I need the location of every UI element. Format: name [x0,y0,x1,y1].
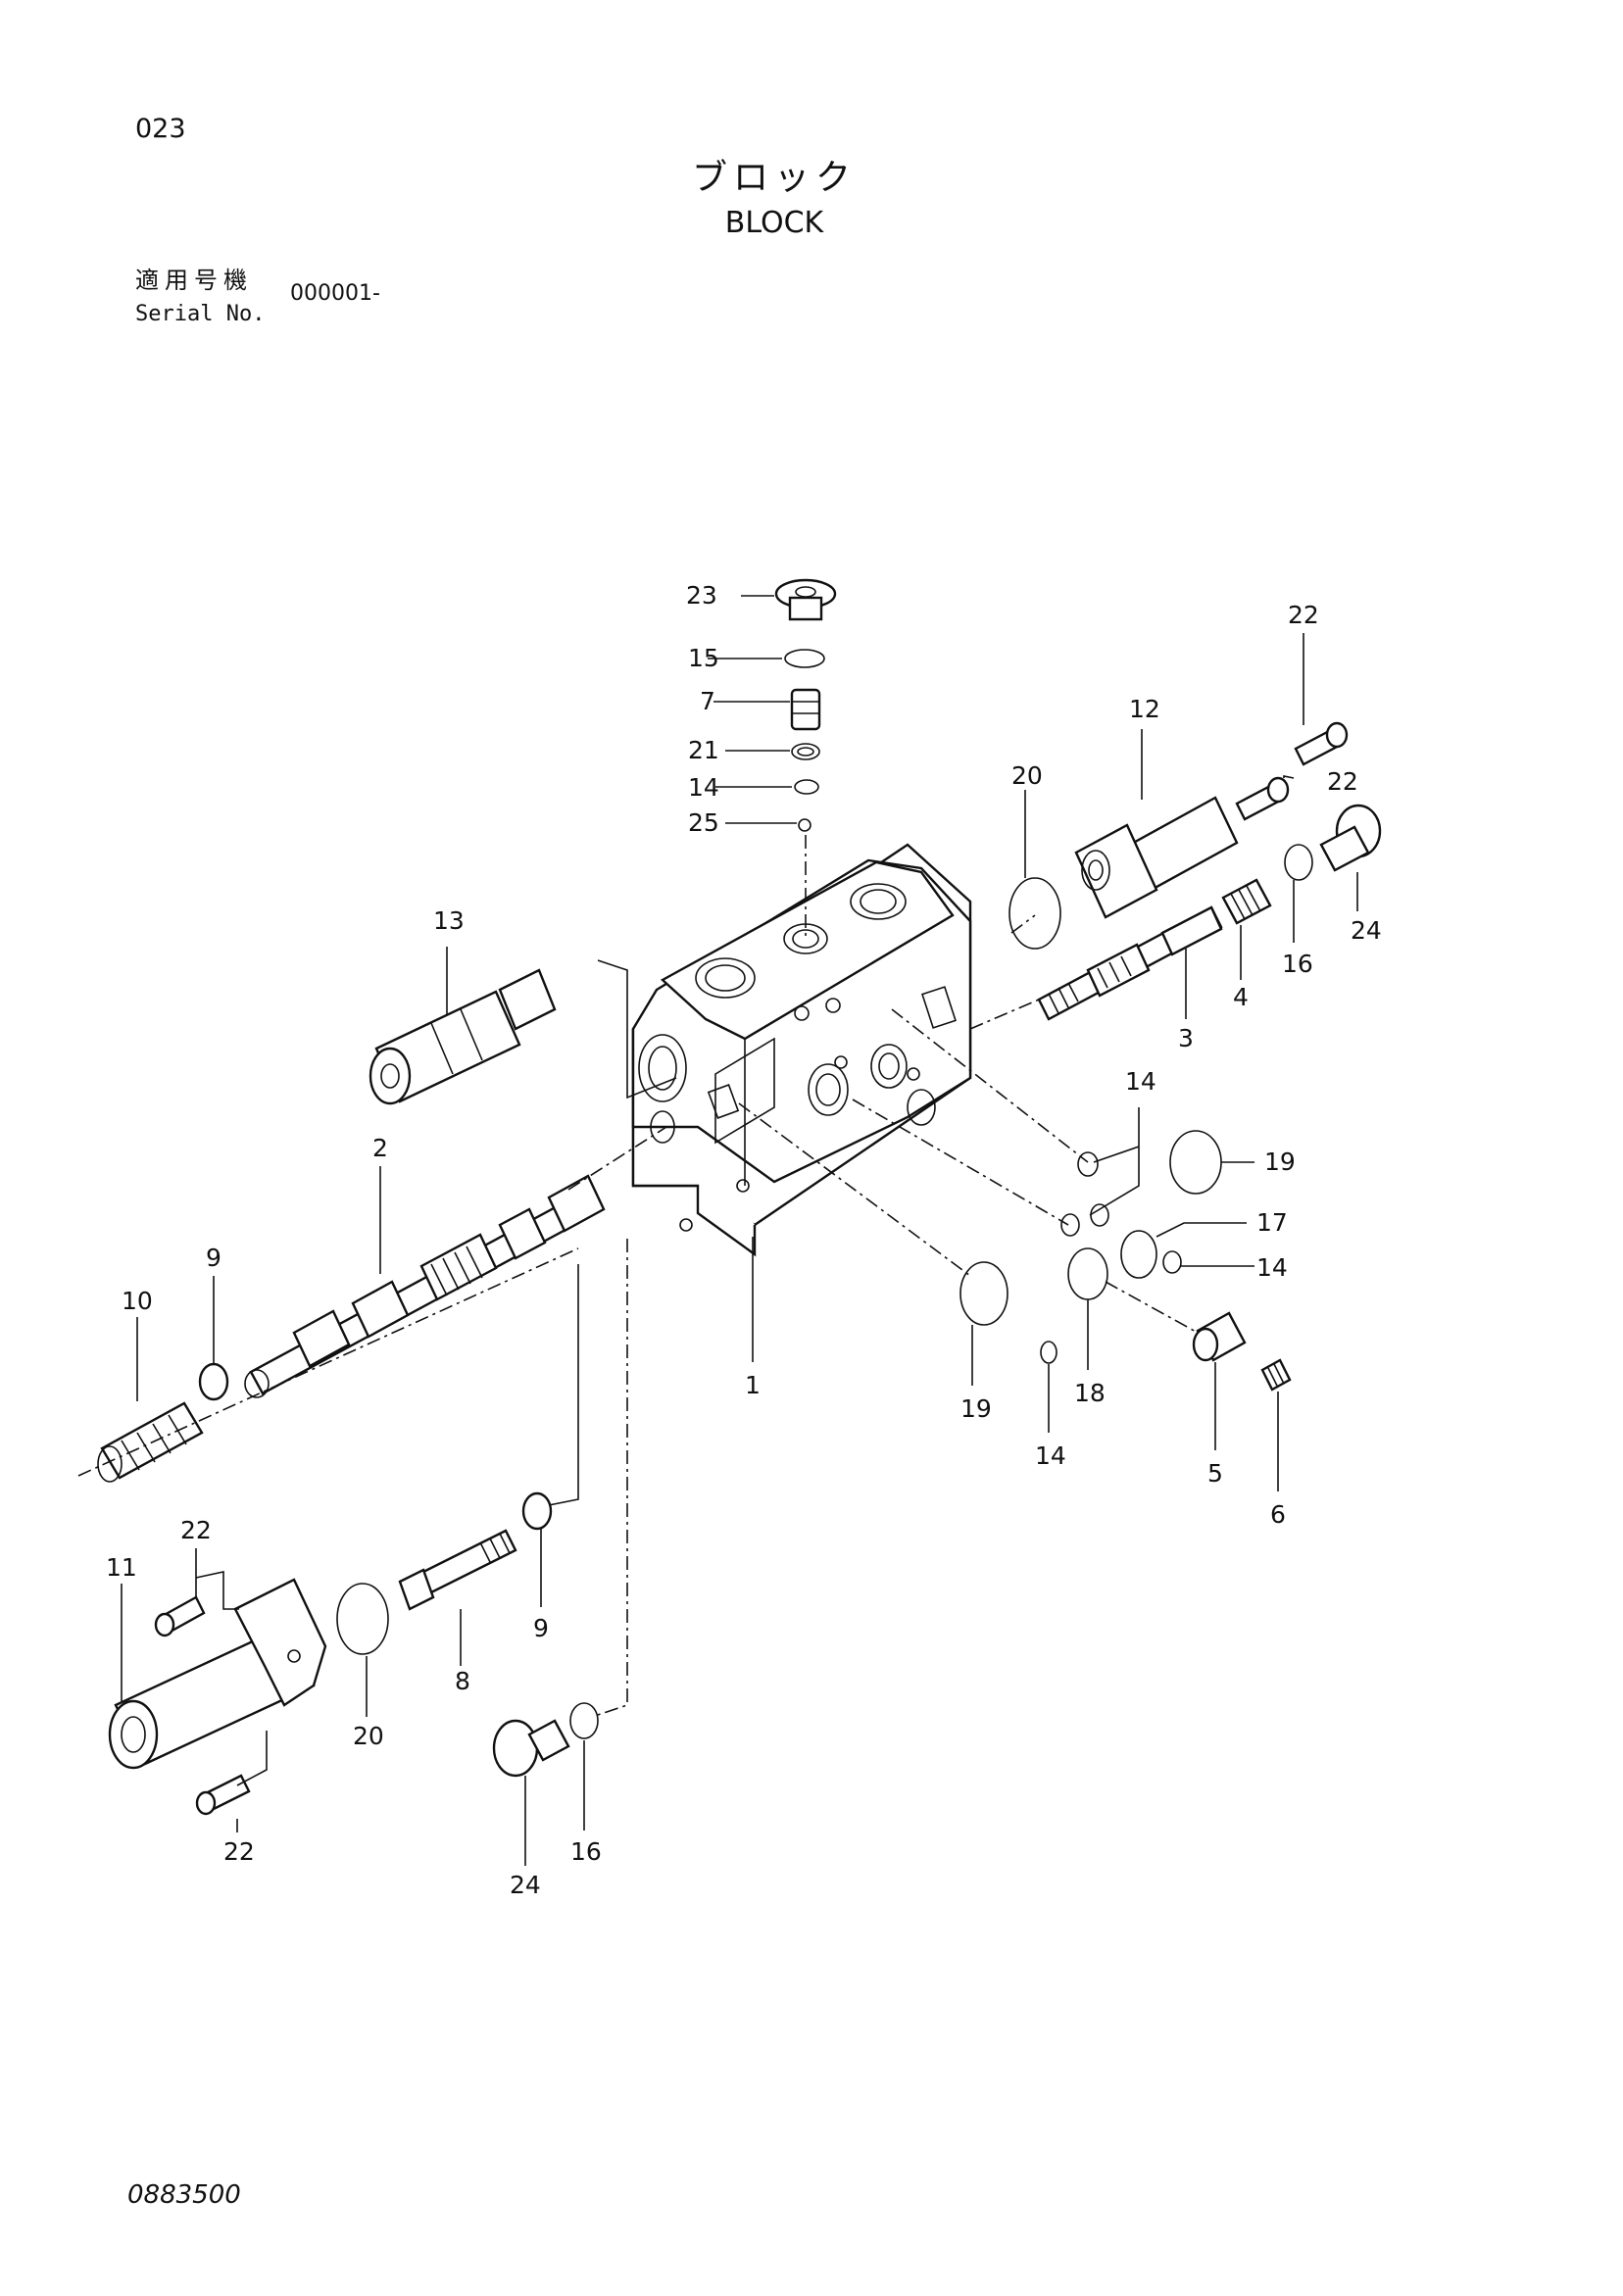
callout-20-upper: 20 [1011,761,1043,790]
part-10-spring [97,1401,204,1483]
callout-3: 3 [1178,1024,1194,1052]
part-11-cap [108,1578,327,1770]
callout-19-center: 19 [960,1394,992,1423]
part-22-bolt-lower [195,1774,251,1816]
part-16-o-ring-upper [1284,844,1313,881]
part-9-washer-left [198,1362,229,1401]
callout-16-upper: 16 [1282,950,1313,978]
callout-22-lower-left: 22 [180,1516,212,1544]
part-20-o-ring-upper [1008,877,1061,950]
callout-14-right: 14 [1125,1067,1156,1096]
callout-2: 2 [372,1134,388,1162]
callout-8: 8 [455,1667,470,1695]
callout-24-lower: 24 [510,1871,541,1899]
part-2-spool [244,1174,606,1398]
part-15-o-ring [784,649,825,668]
callout-22-lower: 22 [223,1837,255,1866]
title-japanese: ブロック [691,158,857,198]
callout-21: 21 [688,736,719,764]
document-number: 0883500 [127,2180,241,2210]
part-19-o-ring-center [959,1261,1008,1326]
callout-labels: 23 15 7 21 14 25 22 22 12 20 24 16 4 3 1… [106,581,1382,1899]
callout-24-upper: 24 [1351,916,1382,945]
part-7-check-poppet [790,688,821,731]
part-3-relief-poppet [1037,905,1223,1021]
part-22-bolt-upper [1294,721,1349,766]
callout-10: 10 [122,1287,153,1315]
callout-5: 5 [1207,1459,1223,1488]
callout-6: 6 [1270,1500,1286,1529]
callout-25: 25 [688,808,719,837]
part-19-o-ring-right [1169,1130,1222,1195]
part-16-o-ring-lower [569,1702,599,1739]
part-14-o-ring-a [1077,1151,1099,1177]
part-21-o-ring [791,743,820,760]
part-21-o-ring-inner [797,747,814,757]
part-17-o-ring [1120,1230,1157,1279]
part-24-plug-upper [1319,804,1382,872]
callout-17: 17 [1256,1208,1288,1237]
callout-18: 18 [1074,1379,1106,1407]
part-22-bolt-mid [1235,776,1290,821]
callout-22-mid: 22 [1327,767,1358,796]
part-4-spring [1221,878,1272,925]
callout-15: 15 [688,644,719,672]
callout-20-lower: 20 [353,1722,384,1750]
part-14-o-ring-e [1040,1341,1057,1364]
page-number: 023 [135,114,186,144]
part-1-valve-block [631,843,972,1257]
part-14-o-ring-b [1060,1213,1080,1237]
callout-9-left: 9 [206,1244,221,1272]
callout-16-lower: 16 [570,1837,602,1866]
part-9-washer-lower [521,1491,553,1531]
part-6-spring [1260,1358,1292,1392]
callout-7: 7 [700,687,715,715]
callout-14-top: 14 [688,773,719,802]
serial-number-range: 000001- [290,281,380,306]
part-14-o-ring-d [1162,1250,1182,1274]
part-22-bolt-lower-left [154,1595,206,1637]
callout-19-right: 19 [1264,1148,1296,1176]
part-24-plug-lower [492,1719,570,1778]
part-5-plug [1192,1311,1247,1362]
callout-13: 13 [433,906,465,935]
part-8-stopper [398,1529,517,1611]
part-20-o-ring-lower [336,1583,389,1655]
serial-label-english: Serial No. [135,302,266,326]
callout-14-low: 14 [1035,1441,1066,1470]
part-13-relief-valve [369,968,557,1105]
callout-11: 11 [106,1553,137,1582]
part-14-o-ring-c [1090,1203,1109,1227]
title-english: BLOCK [724,206,824,240]
part-23-plug [774,578,837,621]
serial-label-japanese: 適用号機 [135,267,253,294]
assembly-lines [77,835,1199,1716]
callout-1: 1 [745,1371,761,1399]
part-12-cap [1074,796,1239,919]
callout-23: 23 [686,581,717,610]
callout-12: 12 [1129,695,1160,723]
callout-22-upper: 22 [1288,601,1319,629]
callout-4: 4 [1233,983,1249,1011]
part-14-o-ring-top [794,779,819,795]
part-25-steel-ball [798,818,812,832]
callout-14-mid: 14 [1256,1253,1288,1282]
callout-9-lower: 9 [533,1614,549,1642]
part-18-o-ring [1067,1247,1108,1300]
leader-lines [121,595,1358,1866]
